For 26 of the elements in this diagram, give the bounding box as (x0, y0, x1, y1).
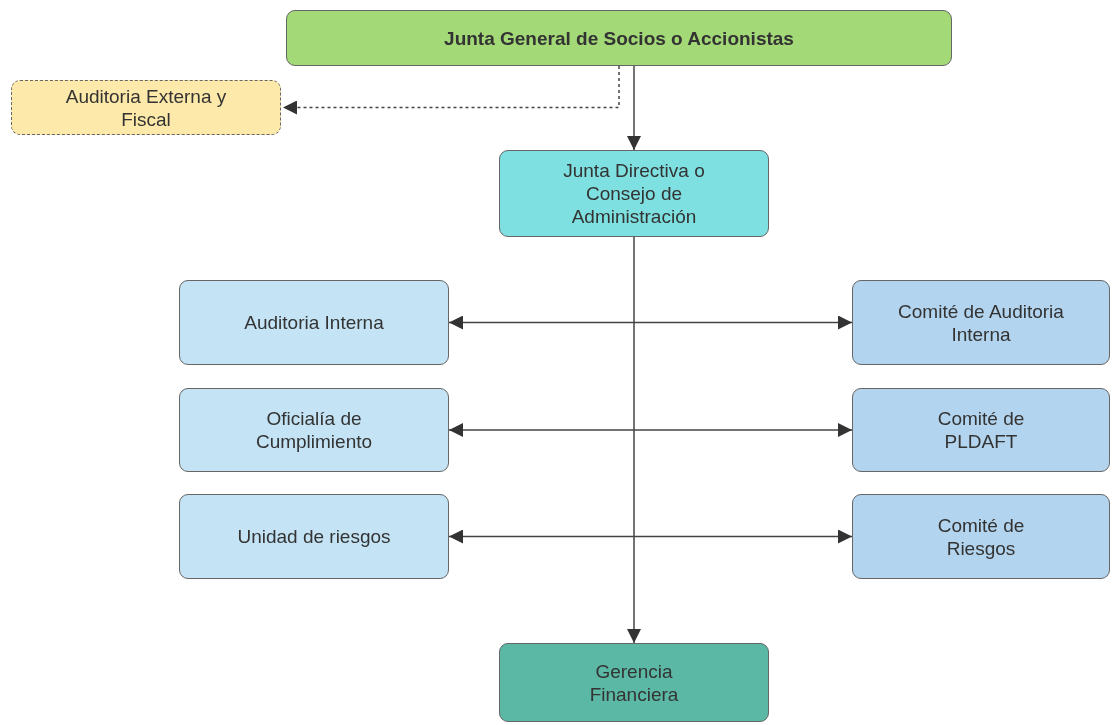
unit-label: Junta General de Socios o Accionistas (444, 26, 794, 50)
org-unit-box (11, 80, 281, 135)
arrow (448, 529, 853, 544)
unit-label: Comité de Auditoria Interna (897, 299, 1065, 346)
org-unit-box (852, 388, 1110, 472)
unit-label: Comité de PLDAFT (936, 407, 1026, 453)
org-unit-box (179, 494, 449, 579)
arrow (627, 236, 641, 644)
org-unit-box (286, 10, 952, 66)
org-unit-box (852, 494, 1110, 579)
unit-label: Junta Directiva o Consejo de Administración (562, 159, 706, 228)
org-unit-box (499, 643, 769, 722)
arrow (448, 423, 853, 437)
unit-label: Auditoria Externa y Fiscal (64, 84, 228, 131)
unit-label: Auditoria Interna (244, 311, 384, 334)
unit-label: Comité de Riesgos (936, 513, 1026, 560)
org-unit-box (499, 150, 769, 237)
unit-label: Oficialía de Cumplimiento (254, 407, 374, 453)
arrow (282, 65, 620, 115)
arrow (448, 315, 853, 330)
org-unit-box (852, 280, 1110, 365)
org-unit-box (179, 280, 449, 365)
org-unit-box (179, 388, 449, 472)
arrow (627, 65, 641, 151)
unit-label: Gerencia Financiera (588, 659, 680, 706)
unit-label: Unidad de riesgos (237, 525, 391, 548)
